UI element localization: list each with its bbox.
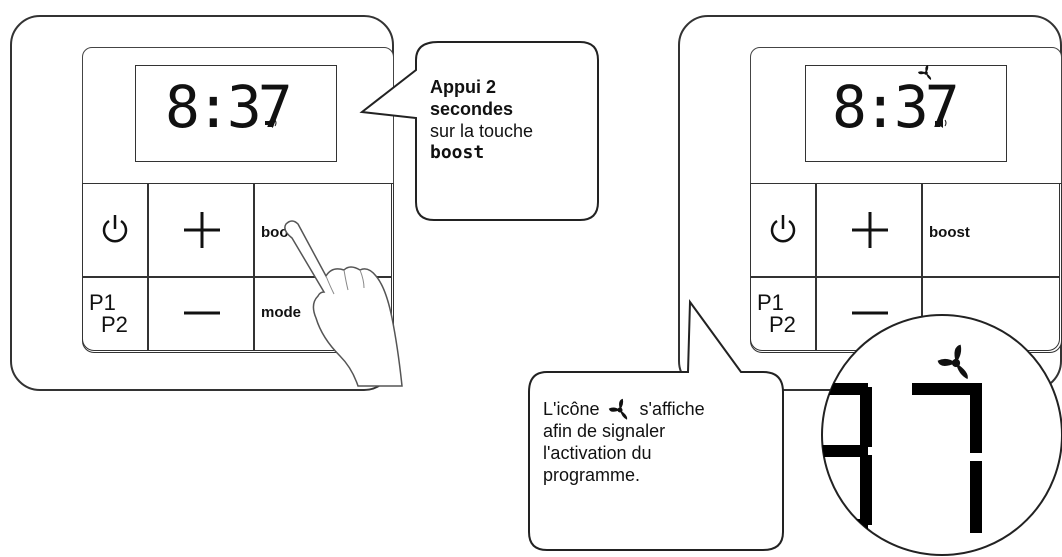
callout-line-1: Appui 2 (430, 77, 496, 97)
minus-icon (852, 311, 888, 315)
fan-icon (608, 398, 627, 420)
callout-line-4: boost (430, 142, 485, 163)
right-lcd (805, 65, 1007, 162)
power-icon (770, 215, 796, 243)
zoom-magnifier (821, 314, 1062, 556)
callout-text-before-icon: L'icône (543, 399, 600, 419)
p1-label: P1 (89, 290, 116, 315)
p2-label: P2 (101, 312, 128, 337)
plus-icon (852, 212, 888, 248)
mode-label: mode (261, 304, 302, 321)
left-callout-text: Appui 2 secondes sur la touche boost (430, 76, 590, 164)
callout-line-2: secondes (430, 99, 514, 119)
fan-icon (937, 344, 968, 380)
boost-label: boost (929, 224, 970, 241)
power-button[interactable] (750, 183, 816, 277)
right-callout-bubble (528, 299, 784, 551)
plus-button[interactable] (148, 183, 254, 277)
sound-icon (935, 118, 947, 128)
power-button[interactable] (82, 183, 148, 277)
callout-text-after-icon: s'affiche (639, 399, 705, 419)
callout-line-2: afin de signaler (543, 421, 666, 441)
p1-p2-button[interactable]: P1 P2 (82, 277, 148, 351)
fan-icon (918, 65, 932, 80)
minus-icon (184, 311, 220, 315)
left-time-display: 8:37 (165, 73, 293, 141)
p1-p2-button[interactable]: P1 P2 (750, 277, 816, 351)
callout-line-1: L'icône s'affiche (543, 398, 763, 420)
boost-button[interactable]: boost (254, 183, 392, 277)
callout-line-3: sur la touche (430, 121, 534, 141)
plus-button[interactable] (816, 183, 922, 277)
left-lcd (135, 65, 337, 162)
p1-label: P1 (757, 290, 784, 315)
pointing-hand-icon (284, 220, 403, 387)
minus-button[interactable] (148, 277, 254, 351)
left-callout-bubble (359, 41, 599, 221)
boost-button[interactable]: boost (922, 183, 1060, 277)
moon-icon (820, 69, 827, 83)
sound-icon (265, 118, 277, 128)
right-callout-text: L'icône s'affiche afin de signaler l'act… (543, 398, 763, 486)
callout-line-3: l'activation du (543, 443, 652, 463)
callout-line-4: programme. (543, 465, 641, 485)
plus-icon (184, 212, 220, 248)
power-icon (102, 215, 128, 243)
right-time-display: 8:37 (832, 73, 960, 141)
moon-icon (152, 69, 159, 83)
p2-label: P2 (769, 312, 796, 337)
